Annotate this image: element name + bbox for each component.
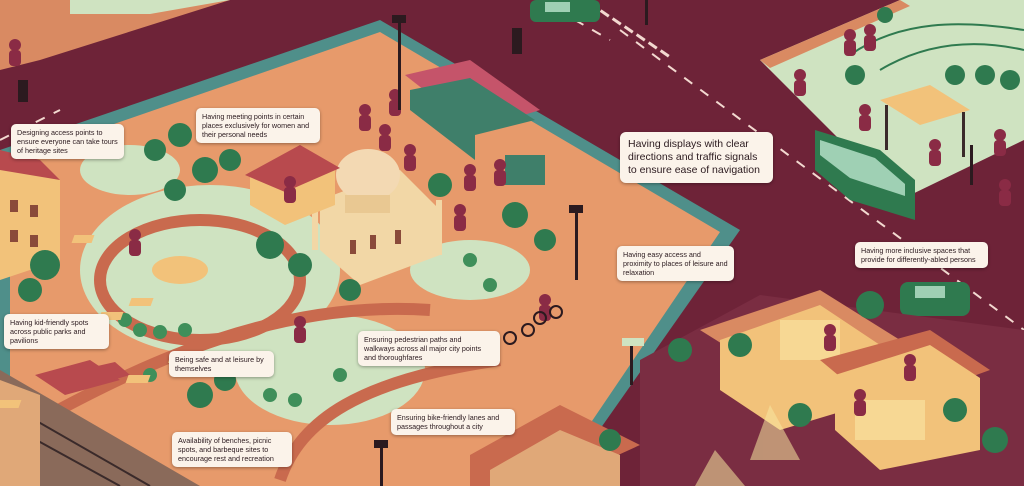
callout-leisure-access: Having easy access and proximity to plac…: [617, 246, 734, 281]
picnic-pavilions: [35, 360, 130, 395]
callout-inclusive-spaces: Having more inclusive spaces that provid…: [855, 242, 988, 268]
car-top: [530, 0, 600, 22]
street-light-glow: [695, 405, 800, 486]
market-stalls: [405, 60, 545, 185]
sandbox: [152, 256, 208, 284]
people: [9, 24, 1011, 416]
callout-navigation-displays: Having displays with clear directions an…: [620, 132, 773, 183]
trees: [18, 7, 1020, 453]
callout-women-meeting-points: Having meeting points in certain places …: [196, 108, 320, 143]
traffic-lights: [18, 28, 522, 102]
callout-pedestrian-paths: Ensuring pedestrian paths and walkways a…: [358, 331, 500, 366]
crosswalk: [599, 9, 670, 58]
callout-bike-lanes: Ensuring bike-friendly lanes and passage…: [391, 409, 515, 435]
bus-stop: [880, 85, 970, 157]
signpost: [622, 338, 644, 385]
lamp-posts: [374, 0, 973, 486]
callout-benches-picnic: Availability of benches, picnic spots, a…: [172, 432, 292, 467]
bottom-house: [470, 405, 640, 486]
top-left-pavement: [0, 0, 230, 70]
bushes: [118, 253, 497, 407]
top-strip: [70, 0, 230, 14]
callout-heritage-access: Designing access points to ensure everyo…: [11, 124, 124, 159]
bicycles: [503, 305, 563, 345]
callout-kid-friendly: Having kid-friendly spots across public …: [4, 314, 109, 349]
callout-safe-leisure: Being safe and at leisure by themselves: [169, 351, 274, 377]
domed-pavilion: [312, 149, 442, 285]
green-bus: [815, 130, 915, 220]
car-right: [900, 282, 970, 316]
